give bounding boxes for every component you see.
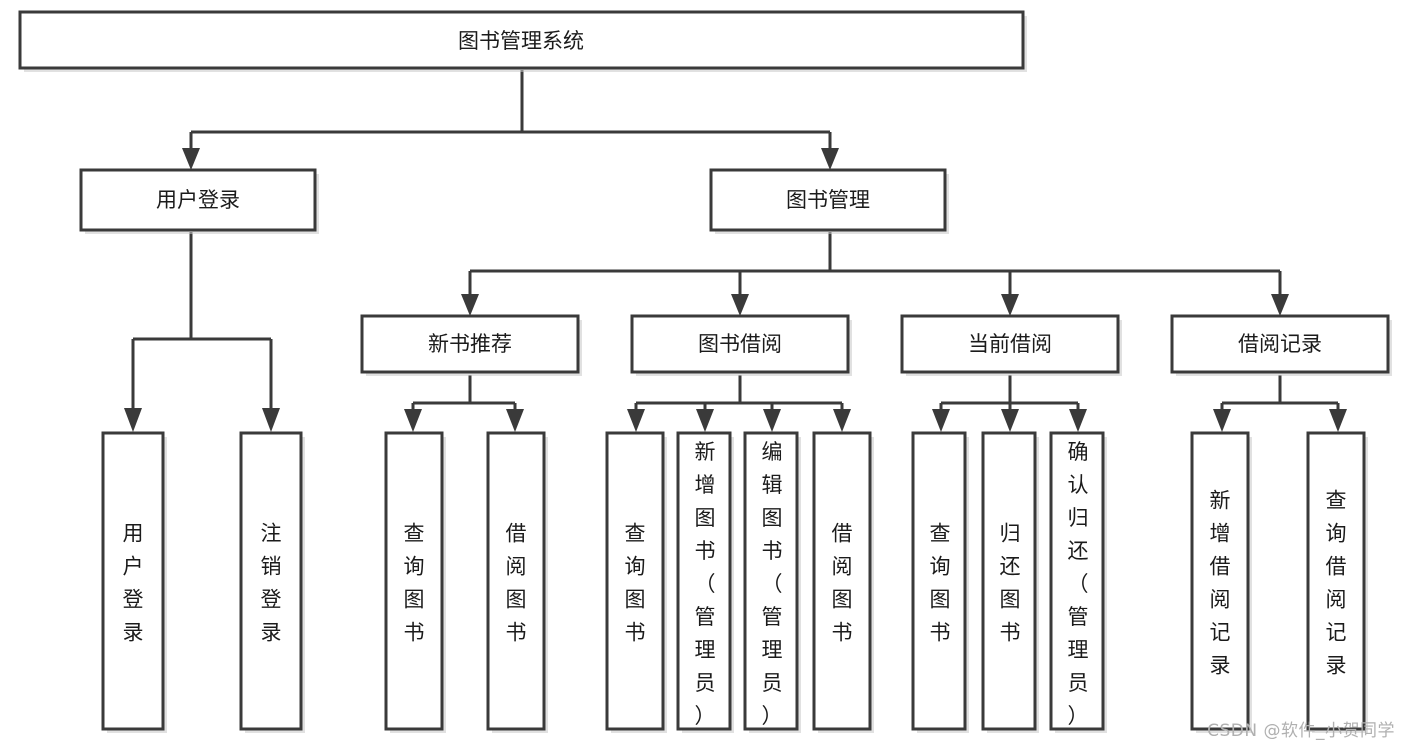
- arrowhead-current-borrow: [1001, 294, 1019, 316]
- leaf-return-book-label: 归还图书: [1000, 522, 1021, 645]
- arrowhead-leaf-user-login: [124, 408, 142, 432]
- arrowhead-book-borrow: [731, 294, 749, 316]
- arrowhead-leaf-borrow-book-1: [506, 409, 524, 432]
- leaf-logout-box[interactable]: [239, 431, 303, 731]
- leaf-user-login-box[interactable]: [101, 431, 165, 731]
- node-root-label: 图书管理系统: [458, 29, 584, 53]
- leaf-query-book-3-label: 查询图书: [930, 522, 951, 645]
- leaf-confirm-return-box[interactable]: [1049, 431, 1105, 731]
- leaf-query-book-2[interactable]: 查询图书: [605, 431, 667, 733]
- arrowhead-leaf-logout: [262, 408, 280, 432]
- leaf-edit-book-label: 编辑图书（管理员）: [762, 440, 783, 728]
- leaf-edit-book[interactable]: 编辑图书（管理员）: [743, 431, 801, 733]
- leaf-query-book-1-box[interactable]: [384, 431, 444, 731]
- node-book-borrow-label: 图书借阅: [698, 332, 782, 356]
- arrowhead-leaf-confirm-return: [1069, 409, 1087, 432]
- leaf-logout[interactable]: 注销登录: [239, 431, 305, 733]
- arrowhead-new-book-recommend: [461, 294, 479, 316]
- node-user-login[interactable]: 用户登录: [79, 168, 319, 234]
- arrowhead-leaf-add-record: [1213, 409, 1231, 432]
- leaf-add-book-label: 新增图书（管理员）: [695, 440, 716, 728]
- node-book-manage[interactable]: 图书管理: [709, 168, 949, 234]
- leaf-borrow-book-2[interactable]: 借阅图书: [812, 431, 874, 733]
- leaf-user-login-label: 用户登录: [123, 522, 144, 645]
- node-root[interactable]: 图书管理系统: [18, 10, 1027, 72]
- node-book-manage-box[interactable]: [709, 168, 947, 232]
- node-root-box[interactable]: [18, 10, 1025, 70]
- node-user-login-label: 用户登录: [156, 188, 240, 212]
- leaf-logout-label: 注销登录: [261, 522, 282, 645]
- node-borrow-record-label: 借阅记录: [1238, 332, 1322, 356]
- leaf-add-record-box[interactable]: [1190, 431, 1250, 731]
- leaf-borrow-book-1[interactable]: 借阅图书: [486, 431, 548, 733]
- arrowhead-borrow-record: [1271, 294, 1289, 316]
- leaf-confirm-return[interactable]: 确认归还（管理员）: [1049, 431, 1107, 733]
- connector-layer: [124, 70, 1347, 432]
- node-book-borrow-box[interactable]: [630, 314, 850, 374]
- node-current-borrow-box[interactable]: [900, 314, 1120, 374]
- leaf-add-book[interactable]: 新增图书（管理员）: [676, 431, 734, 733]
- leaf-edit-book-box[interactable]: [743, 431, 799, 731]
- leaf-add-record[interactable]: 新增借阅记录: [1190, 431, 1252, 733]
- arrowhead-leaf-query-record: [1329, 409, 1347, 432]
- node-new-book-recommend-box[interactable]: [360, 314, 580, 374]
- leaf-query-book-1[interactable]: 查询图书: [384, 431, 446, 733]
- leaf-add-record-label: 新增借阅记录: [1210, 489, 1231, 678]
- arrowhead-leaf-edit-book: [763, 409, 781, 432]
- node-borrow-record[interactable]: 借阅记录: [1170, 314, 1392, 376]
- leaf-query-record[interactable]: 查询借阅记录: [1306, 431, 1368, 733]
- leaf-borrow-book-2-box[interactable]: [812, 431, 872, 731]
- node-current-borrow-label: 当前借阅: [968, 332, 1052, 356]
- leaf-query-record-label: 查询借阅记录: [1326, 489, 1347, 678]
- arrowhead-leaf-query-book-3: [932, 409, 950, 432]
- leaf-borrow-book-1-label: 借阅图书: [506, 522, 527, 645]
- arrowhead-leaf-return-book: [1001, 409, 1019, 432]
- leaf-query-book-2-label: 查询图书: [625, 522, 646, 645]
- node-book-borrow[interactable]: 图书借阅: [630, 314, 852, 376]
- leaf-query-book-1-label: 查询图书: [404, 522, 425, 645]
- leaf-query-book-3-box[interactable]: [911, 431, 967, 731]
- arrowhead-user-login: [182, 148, 200, 170]
- leaf-add-book-box[interactable]: [676, 431, 732, 731]
- leaf-query-book-3[interactable]: 查询图书: [911, 431, 969, 733]
- leaf-user-login[interactable]: 用户登录: [101, 431, 167, 733]
- leaf-confirm-return-label: 确认归还（管理员）: [1068, 440, 1089, 728]
- arrowhead-leaf-query-book-2: [627, 409, 645, 432]
- leaf-borrow-book-1-box[interactable]: [486, 431, 546, 731]
- leaf-return-book[interactable]: 归还图书: [981, 431, 1039, 733]
- arrowhead-leaf-query-book-1: [404, 409, 422, 432]
- node-borrow-record-box[interactable]: [1170, 314, 1390, 374]
- node-current-borrow[interactable]: 当前借阅: [900, 314, 1122, 376]
- leaf-return-book-box[interactable]: [981, 431, 1037, 731]
- leaf-query-book-2-box[interactable]: [605, 431, 665, 731]
- node-user-login-box[interactable]: [79, 168, 317, 232]
- leaf-query-record-box[interactable]: [1306, 431, 1366, 731]
- leaf-borrow-book-2-label: 借阅图书: [832, 522, 853, 645]
- node-new-book-recommend[interactable]: 新书推荐: [360, 314, 582, 376]
- arrowhead-leaf-borrow-book-2: [833, 409, 851, 432]
- arrowhead-leaf-add-book: [696, 409, 714, 432]
- node-new-book-recommend-label: 新书推荐: [428, 332, 512, 356]
- csdn-watermark: CSDN @软件_小贺同学: [1207, 721, 1395, 741]
- node-book-manage-label: 图书管理: [786, 188, 870, 212]
- arrowhead-book-manage: [821, 148, 839, 170]
